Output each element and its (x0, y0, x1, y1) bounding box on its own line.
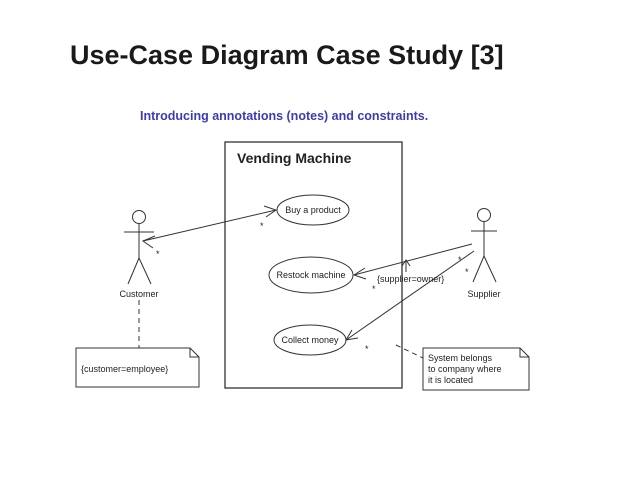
use-case-restock-label: Restock machine (276, 270, 345, 280)
use-case-collect-label: Collect money (281, 335, 339, 345)
note-line-2: to company where (428, 364, 502, 374)
association-supplier-collect (345, 250, 475, 341)
actor-customer (124, 210, 154, 285)
customer-head (132, 210, 146, 224)
actor-customer-label: Customer (119, 289, 158, 299)
association-customer-buy (141, 205, 278, 249)
note-system-belongs: System belongs to company where it is lo… (422, 347, 530, 391)
note-line-3: it is located (428, 375, 473, 385)
use-case-restock-machine: Restock machine (268, 256, 354, 294)
slide-subtitle: Introducing annotations (notes) and cons… (140, 109, 429, 123)
association-supplier-restock (352, 243, 473, 280)
slide-title: Use-Case Diagram Case Study [3] (70, 40, 504, 70)
multiplicity-customer: * (156, 249, 160, 259)
multiplicity-buy: * (260, 221, 264, 231)
multiplicity-restock: * (372, 284, 376, 294)
constraint-anchor (401, 259, 411, 272)
use-case-collect-money: Collect money (273, 324, 347, 356)
supplier-note-connector (395, 344, 424, 359)
note-line-1: System belongs (428, 353, 493, 363)
use-case-buy-label: Buy a product (285, 205, 341, 215)
constraint-supplier-owner: {supplier=owner} (377, 274, 444, 284)
note-customer-employee: {customer=employee} (75, 347, 200, 388)
actor-supplier (471, 208, 497, 283)
multiplicity-supplier-restock: * (458, 255, 462, 265)
use-case-buy-product: Buy a product (276, 194, 350, 226)
system-name: Vending Machine (237, 150, 352, 166)
supplier-head (477, 208, 491, 222)
note-customer-text: {customer=employee} (81, 364, 168, 374)
multiplicity-collect: * (365, 344, 369, 354)
actor-supplier-label: Supplier (467, 289, 500, 299)
multiplicity-supplier-collect: * (465, 267, 469, 277)
